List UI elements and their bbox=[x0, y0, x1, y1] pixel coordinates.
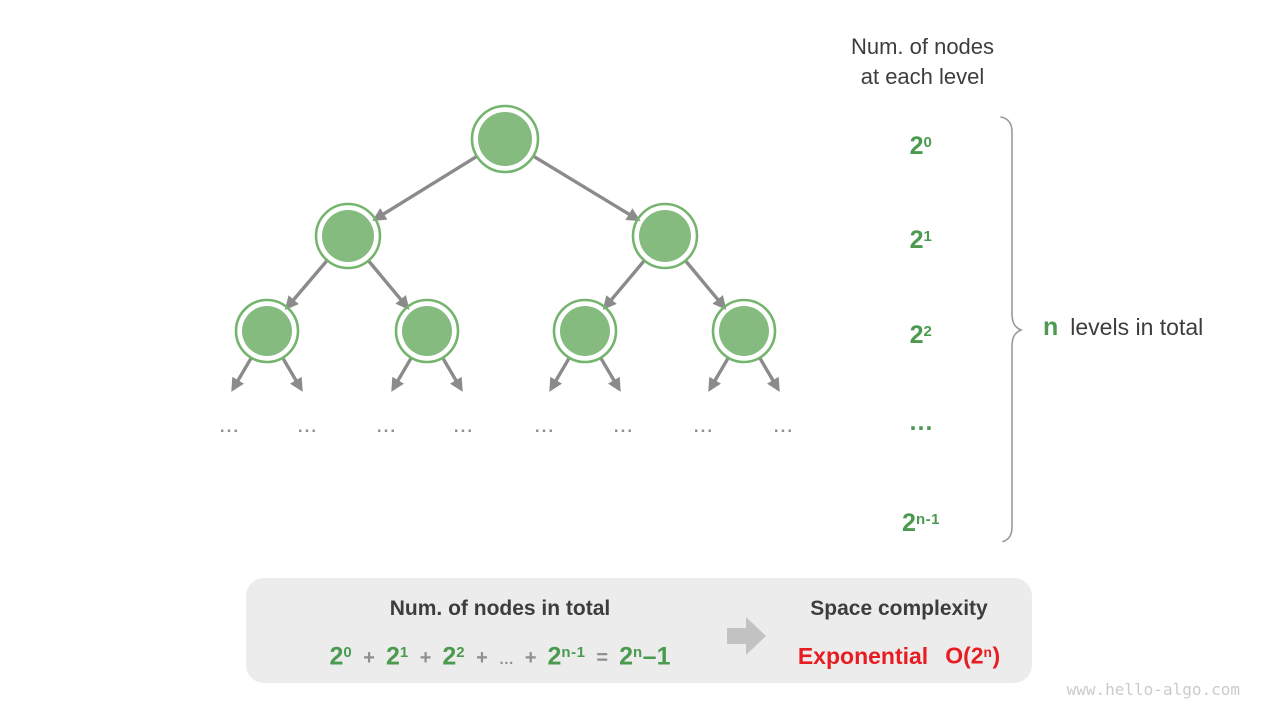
level-label-ellipsis: … bbox=[908, 408, 934, 436]
tree-node bbox=[711, 298, 777, 364]
tree-node bbox=[314, 202, 382, 270]
level-label-3: 22 bbox=[909, 321, 933, 350]
subtree-ellipsis: ... bbox=[453, 417, 475, 436]
tree-node bbox=[234, 298, 300, 364]
subtree-ellipsis: ... bbox=[219, 417, 241, 436]
levels-brace bbox=[1000, 116, 1024, 543]
subtree-ellipsis: ... bbox=[376, 417, 398, 436]
levels-total-text: levels in total bbox=[1070, 314, 1204, 340]
watermark: www.hello-algo.com bbox=[1066, 680, 1240, 699]
level-label-1: 20 bbox=[909, 132, 933, 161]
levels-total-n: n bbox=[1043, 313, 1059, 341]
level-label-n: 2n-1 bbox=[902, 509, 940, 538]
summary-box: Num. of nodes in total 20+21+22+…+2n-1=2… bbox=[246, 578, 1032, 683]
summary-total-equation: 20+21+22+…+2n-1=2n–1 bbox=[329, 642, 671, 671]
summary-complexity-title: Space complexity bbox=[810, 597, 988, 620]
summary-total-section: Num. of nodes in total 20+21+22+…+2n-1=2… bbox=[246, 578, 754, 683]
level-count-header: Num. of nodes at each level bbox=[800, 32, 1045, 92]
tree-nodes bbox=[234, 104, 777, 364]
level-count-header-line2: at each level bbox=[860, 64, 985, 89]
subtree-ellipsis: ... bbox=[613, 417, 635, 436]
tree-node bbox=[552, 298, 618, 364]
summary-total-title: Num. of nodes in total bbox=[389, 597, 611, 620]
subtree-ellipsis: ... bbox=[773, 417, 795, 436]
tree-node bbox=[394, 298, 460, 364]
levels-total-note: n levels in total bbox=[1043, 313, 1203, 342]
subtree-ellipsis: ... bbox=[534, 417, 556, 436]
tree-node bbox=[470, 104, 540, 174]
level-count-header-line1: Num. of nodes bbox=[850, 34, 995, 59]
tree-edges bbox=[231, 154, 780, 392]
tree-node bbox=[631, 202, 699, 270]
level-label-2: 21 bbox=[909, 226, 933, 255]
subtree-ellipsis: ... bbox=[297, 417, 319, 436]
subtree-ellipsis: ... bbox=[693, 417, 715, 436]
